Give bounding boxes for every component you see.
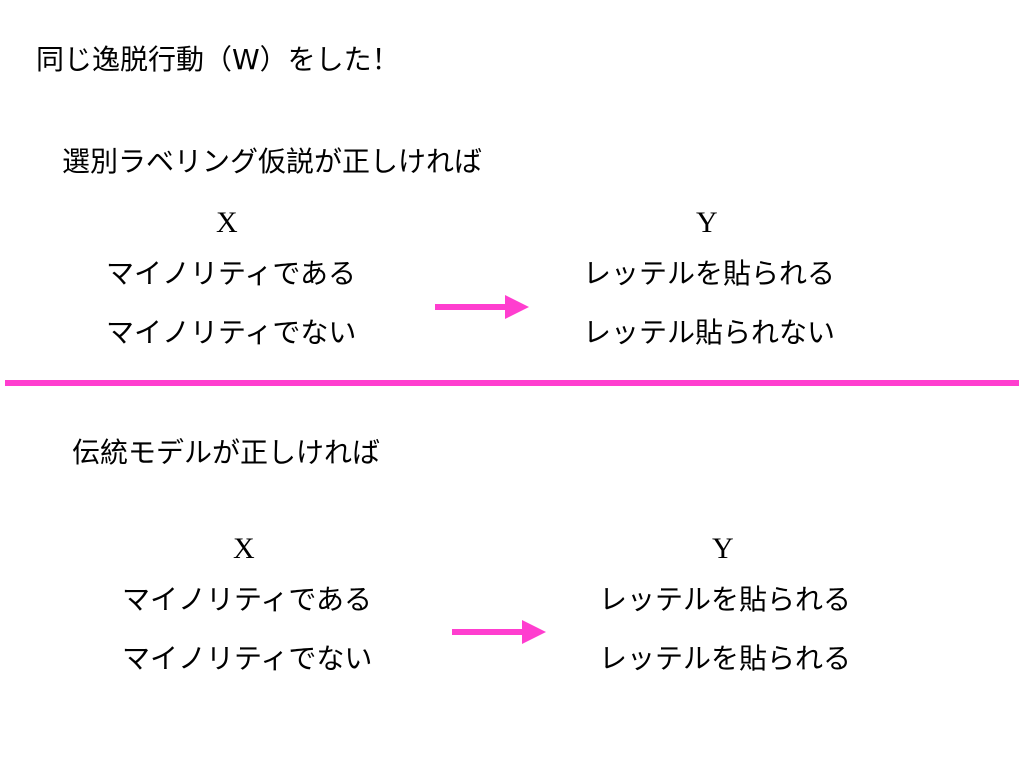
section1-heading: 選別ラベリング仮説が正しければ xyxy=(62,145,483,178)
section-divider xyxy=(5,380,1019,386)
page-title: 同じ逸脱行動（W）をした！ xyxy=(36,43,400,76)
section2-heading: 伝統モデルが正しければ xyxy=(72,436,381,469)
section2-y-item-1: レッテルを貼られる xyxy=(599,583,852,616)
section1-x-item-1: マイノリティである xyxy=(106,257,357,290)
section1-x-label: X xyxy=(216,206,238,239)
section1-y-item-1: レッテルを貼られる xyxy=(583,257,836,290)
section2-x-label: X xyxy=(233,532,255,565)
section2-x-item-1: マイノリティである xyxy=(122,583,373,616)
section2-x-item-2: マイノリティでない xyxy=(122,642,373,675)
right-arrow-icon xyxy=(452,620,546,644)
section2-y-label: Y xyxy=(712,532,734,565)
section1-y-item-2: レッテル貼られない xyxy=(583,316,836,349)
section1-y-label: Y xyxy=(696,206,718,239)
section2-y-item-2: レッテルを貼られる xyxy=(599,642,852,675)
section1-x-item-2: マイノリティでない xyxy=(106,316,357,349)
right-arrow-icon xyxy=(435,295,529,319)
